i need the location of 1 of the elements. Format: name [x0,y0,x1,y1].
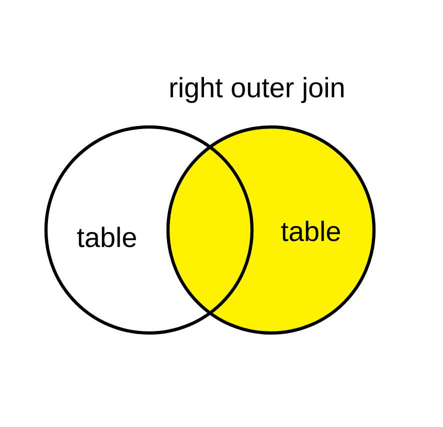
title: right outer join [170,77,344,103]
